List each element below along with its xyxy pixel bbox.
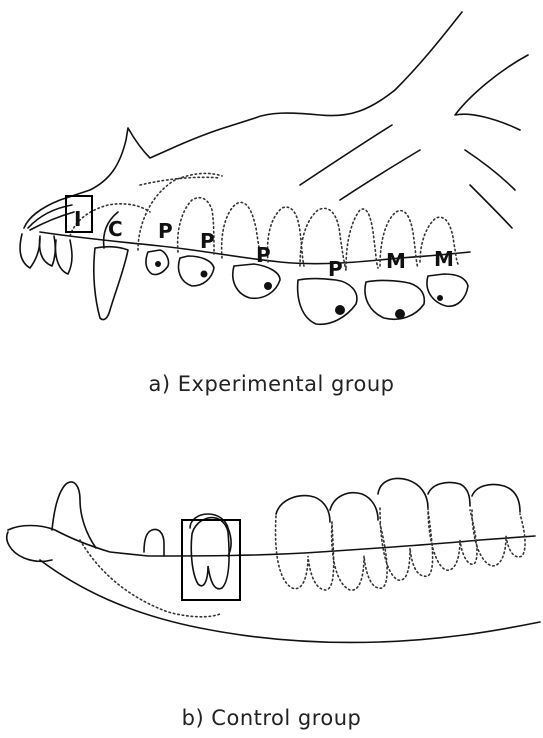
lesion-mark — [155, 261, 161, 267]
boxed-premolar-outline — [191, 518, 229, 589]
caption-control: b) Control group — [0, 706, 543, 730]
lower-jaw-drawing — [7, 479, 540, 643]
tooth-label-molar-2: M — [434, 247, 454, 271]
boxed-premolar — [191, 518, 229, 589]
lower-molar-crown-4 — [428, 482, 470, 506]
premolar-highlight-box — [182, 520, 240, 600]
lower-dotted-root-3 — [332, 522, 387, 590]
lower-canine — [144, 530, 164, 556]
mandible-lower-border — [40, 560, 540, 642]
zygomatic-line — [465, 150, 515, 190]
chin-tip — [7, 532, 52, 561]
tooth-label-premolar-4: P — [328, 257, 343, 281]
lesion-mark-6 — [437, 295, 443, 301]
tooth-label-molar-1: M — [386, 249, 406, 273]
molar-crown — [365, 281, 424, 320]
lower-root-outlines — [80, 508, 525, 617]
tooth-labels: I C P P P P M M — [74, 207, 454, 281]
lower-molar-crown-3 — [378, 479, 428, 508]
premolar-crown-2 — [179, 256, 215, 286]
lower-molar-crown-2 — [330, 493, 378, 520]
lesion-mark-4 — [335, 305, 345, 315]
dotted-root-4 — [268, 207, 304, 266]
lesion-mark-5 — [395, 309, 405, 319]
premolar-crown-4 — [298, 279, 357, 325]
zygomatic-line-2 — [470, 185, 512, 228]
tooth-label-premolar-2: P — [200, 229, 215, 253]
upper-jaw-drawing — [20, 12, 528, 324]
tooth-label-incisor: I — [74, 207, 81, 231]
lower-molar-crown — [276, 496, 330, 522]
lesion-mark-2 — [201, 271, 208, 278]
premolar-crown-3 — [233, 264, 280, 298]
incisor-crown-2 — [40, 236, 56, 266]
dotted-palate-line — [140, 177, 220, 185]
lesion-mark-3 — [264, 282, 272, 290]
caption-experimental: a) Experimental group — [0, 372, 543, 396]
molar-crown-2 — [427, 274, 468, 306]
lower-molar-crown-5 — [472, 484, 520, 512]
lower-incisor — [52, 482, 96, 548]
incisor-crown — [20, 234, 40, 268]
lower-dotted-root-5 — [428, 508, 477, 570]
incisor-crown-3 — [56, 240, 73, 274]
lower-dotted-root — [80, 540, 220, 617]
tooth-label-premolar-3: P — [256, 243, 271, 267]
tooth-label-canine: C — [108, 217, 123, 241]
orbit-outline — [455, 55, 528, 130]
infraorbital-line-2 — [340, 150, 420, 200]
tooth-label-premolar-1: P — [158, 219, 173, 243]
canine-tooth — [94, 247, 128, 320]
dotted-root-6 — [346, 209, 378, 268]
